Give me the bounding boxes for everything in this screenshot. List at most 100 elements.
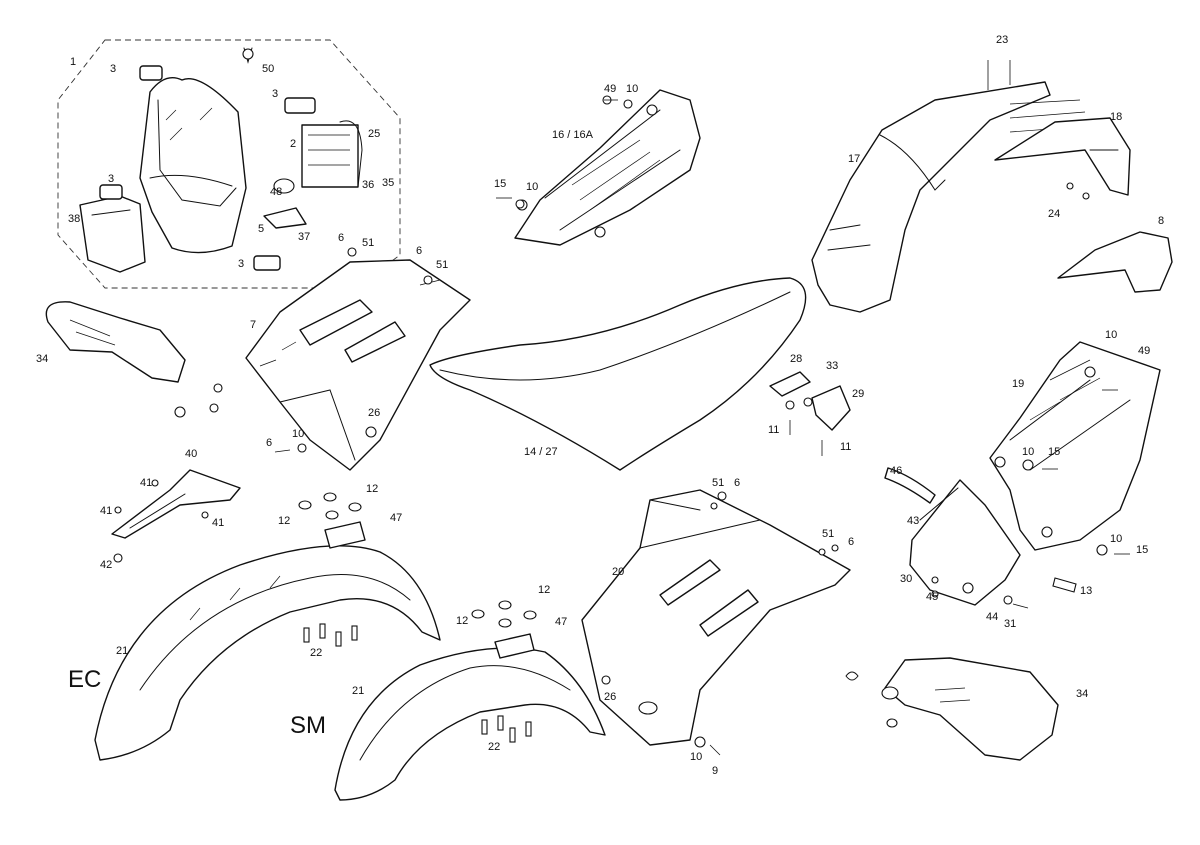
- label-51a: 51: [362, 237, 374, 249]
- rear-fender-assembly: [811, 60, 1131, 313]
- label-7: 7: [250, 319, 256, 331]
- label-25: 25: [368, 128, 380, 140]
- label-14-27: 14 / 27: [524, 446, 558, 458]
- misc-hardware: [174, 99, 1130, 756]
- label-21b: 21: [352, 685, 364, 697]
- label-6d: 6: [734, 477, 740, 489]
- chain-guard: [111, 469, 241, 563]
- label-10d: 10: [1105, 329, 1117, 341]
- label-12d: 12: [456, 615, 468, 627]
- label-48: 48: [270, 186, 282, 198]
- label-1: 1: [70, 56, 76, 68]
- label-35: 35: [382, 177, 394, 189]
- hand-guard-right: [884, 657, 1059, 761]
- label-49b: 49: [1138, 345, 1150, 357]
- label-11b: 11: [840, 441, 851, 453]
- label-16: 16 / 16A: [552, 129, 594, 141]
- label-13: 13: [1080, 585, 1092, 597]
- label-46: 46: [890, 465, 902, 477]
- label-42: 42: [100, 559, 112, 571]
- label-19: 19: [1012, 378, 1024, 390]
- label-51d: 51: [822, 528, 834, 540]
- bracket: [263, 207, 307, 229]
- label-23: 23: [996, 34, 1008, 46]
- side-panel-19: [989, 341, 1161, 551]
- label-15c: 15: [1136, 544, 1148, 556]
- label-36: 36: [362, 179, 374, 191]
- label-41b: 41: [100, 505, 112, 517]
- headlight-unit: [301, 124, 359, 188]
- label-10e: 10: [1022, 446, 1034, 458]
- reference-numbers: 1 3 50 3 2 25 3 36 35 48 38 5 37 3 49 10…: [36, 34, 1164, 777]
- label-43: 43: [907, 515, 919, 527]
- label-2: 2: [290, 138, 296, 150]
- label-26a: 26: [368, 407, 380, 419]
- label-10c: 10: [292, 428, 304, 440]
- label-3b: 3: [272, 88, 278, 100]
- ring: [273, 178, 295, 194]
- label-44: 44: [986, 611, 998, 623]
- grommet: [99, 184, 123, 200]
- variant-label-sm: SM: [290, 712, 326, 739]
- strap-46: [884, 467, 936, 504]
- label-9: 9: [712, 765, 718, 777]
- label-34b: 34: [1076, 688, 1088, 700]
- label-20: 20: [612, 566, 624, 578]
- label-45: 45: [926, 591, 938, 603]
- label-5: 5: [258, 223, 264, 235]
- label-6b: 6: [416, 245, 422, 257]
- label-28: 28: [790, 353, 802, 365]
- radiator-shroud-20: [581, 489, 851, 746]
- label-51b: 51: [436, 259, 448, 271]
- label-50: 50: [262, 63, 274, 75]
- side-plate-43: [909, 479, 1021, 606]
- label-8: 8: [1158, 215, 1164, 227]
- label-12a: 12: [366, 483, 378, 495]
- label-6e: 6: [848, 536, 854, 548]
- label-47b: 47: [555, 616, 567, 628]
- label-6c: 6: [266, 437, 272, 449]
- label-12c: 12: [538, 584, 550, 596]
- front-fender-sm: [334, 600, 606, 801]
- label-47a: 47: [390, 512, 402, 524]
- label-40: 40: [185, 448, 197, 460]
- label-29: 29: [852, 388, 864, 400]
- label-31: 31: [1004, 618, 1016, 630]
- label-3a: 3: [110, 63, 116, 75]
- label-10f: 10: [690, 751, 702, 763]
- label-33: 33: [826, 360, 838, 372]
- front-fender-ec: [94, 492, 441, 761]
- label-10b: 10: [526, 181, 538, 193]
- label-15b: 15: [1048, 446, 1060, 458]
- label-3c: 3: [108, 173, 114, 185]
- label-38: 38: [68, 213, 80, 225]
- label-10a: 10: [626, 83, 638, 95]
- label-3d: 3: [238, 258, 244, 270]
- label-22b: 22: [488, 741, 500, 753]
- grommet: [284, 97, 316, 114]
- label-24: 24: [1048, 208, 1060, 220]
- label-17: 17: [848, 153, 860, 165]
- label-15a: 15: [494, 178, 506, 190]
- headlight-mask: [139, 77, 247, 254]
- label-18: 18: [1110, 111, 1122, 123]
- label-26b: 26: [604, 691, 616, 703]
- seat: [429, 277, 807, 471]
- grommet: [139, 65, 163, 81]
- label-10g: 10: [1110, 533, 1122, 545]
- side-panel-16: [514, 89, 701, 246]
- label-41a: 41: [140, 477, 152, 489]
- fender-bolts-ec: [303, 623, 358, 647]
- fender-bolts-sm: [481, 715, 532, 743]
- label-34a: 34: [36, 353, 48, 365]
- label-51c: 51: [712, 477, 724, 489]
- label-6a: 6: [338, 232, 344, 244]
- radiator-shroud-7: [245, 259, 471, 471]
- label-21a: 21: [116, 645, 128, 657]
- grommet: [253, 255, 281, 271]
- label-22a: 22: [310, 647, 322, 659]
- label-11a: 11: [768, 424, 779, 436]
- label-37: 37: [298, 231, 310, 243]
- seat-brackets: [769, 371, 851, 456]
